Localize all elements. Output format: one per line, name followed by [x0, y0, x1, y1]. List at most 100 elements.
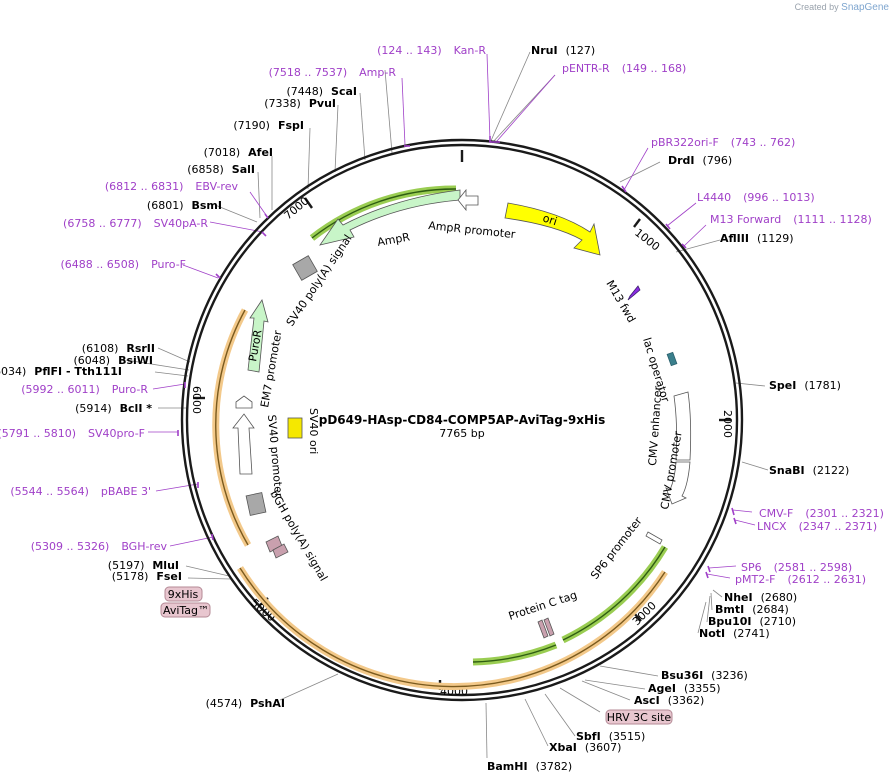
enzyme-pos: (7190)	[233, 119, 270, 132]
svg-text:(6858)SalI: (6858)SalI	[187, 163, 255, 176]
feature-label-bgh: bGH poly(A) signal	[267, 488, 330, 583]
enzyme-pos: (1781)	[804, 379, 841, 392]
enzyme-pos: (3362)	[668, 694, 705, 707]
svg-text:NotI(2741): NotI(2741)	[699, 627, 770, 640]
primer-pos: (2301 .. 2321)	[805, 507, 884, 520]
puror-orf	[215, 309, 249, 546]
svg-text:(5309 .. 5326)BGH-rev: (5309 .. 5326)BGH-rev	[31, 540, 168, 553]
svg-text:(6812 .. 6831)EBV-rev: (6812 .. 6831)EBV-rev	[105, 180, 239, 193]
enzyme-pos: (4574)	[206, 697, 243, 710]
enzyme-name: Bsu36I	[661, 669, 703, 682]
primer-pos: (124 .. 143)	[377, 44, 442, 57]
enzyme-pos: (7338)	[264, 97, 301, 110]
svg-text:(5178)FseI: (5178)FseI	[112, 570, 182, 583]
primer-pos: (149 .. 168)	[622, 62, 687, 75]
svg-text:(5544 .. 5564)pBABE 3': (5544 .. 5564) pBABE 3'	[10, 485, 151, 498]
svg-text:AgeI(3355): AgeI(3355)	[648, 682, 721, 695]
enzyme-name: NotI	[699, 627, 725, 640]
svg-text:(6801)BsmI: (6801)BsmI	[147, 199, 222, 212]
svg-text:LNCX(2347 .. 2371): LNCX(2347 .. 2371)	[757, 520, 877, 533]
enzyme-name: AflIII	[720, 232, 749, 245]
lac-operator-box	[666, 351, 678, 367]
svg-text:Bpu10I(2710): Bpu10I (2710)	[708, 615, 796, 628]
primer-pos: (6758 .. 6777)	[63, 217, 142, 230]
primer-pos: (6488 .. 6508)	[61, 258, 140, 271]
svg-text:BmtI(2684): BmtI(2684)	[715, 603, 789, 616]
svg-text:(5992 .. 6011)Puro-R: (5992 .. 6011)Puro-R	[21, 383, 148, 396]
credit-brand: SnapGene	[841, 2, 889, 13]
feature-label-sv40-promoter: SV40 promoter	[265, 414, 285, 498]
primer-name: Amp-R	[359, 66, 396, 79]
enzyme-pos: (2710)	[760, 615, 797, 628]
enzyme-name: BamHI	[487, 760, 528, 773]
enzyme-name: BsiWI	[118, 354, 153, 367]
primer-name: pBABE 3'	[101, 485, 151, 498]
primer-pos: (2347 .. 2371)	[799, 520, 878, 533]
primer-pos: (5992 .. 6011)	[21, 383, 100, 396]
primer-pos: (996 .. 1013)	[743, 191, 815, 204]
enzyme-pos: (2680)	[761, 591, 798, 604]
enzyme-pos: (3236)	[711, 669, 748, 682]
plasmid-name: pD649-HAsp-CD84-COMP5AP-AviTag-9xHis	[319, 413, 606, 427]
feature-label-sv40-polya: SV40 poly(A) signal	[284, 232, 355, 328]
enzyme-name: XbaI	[549, 741, 577, 754]
backbone-inner	[185, 143, 739, 697]
feature-label-m13-fwd: M13 fwd	[603, 278, 638, 325]
enzyme-pos: (6858)	[187, 163, 224, 176]
enzyme-name: MluI	[152, 559, 179, 572]
svg-text:AscI(3362): AscI(3362)	[634, 694, 704, 707]
primer-name: SP6	[741, 561, 762, 574]
enzyme-name: NheI	[724, 591, 753, 604]
enzyme-pos: (7018)	[204, 146, 241, 159]
snapgene-credit: Created by SnapGene	[795, 2, 889, 13]
enzyme-pos: (5914)	[75, 402, 112, 415]
enzymes-right: NruI(127) DrdI(796) AflIII(1129) SpeI(17…	[487, 44, 849, 773]
primer-name: pBR322ori-F	[651, 136, 719, 149]
m13-fwd-mark	[627, 285, 641, 301]
svg-text:SbfI(3515): SbfI(3515)	[576, 730, 645, 743]
tick-label-7000: 7000	[282, 194, 312, 222]
avitag-box	[272, 543, 289, 559]
his9-tag-label: 9xHis	[168, 588, 199, 601]
enzyme-pos: (5197)	[108, 559, 145, 572]
enzymes-left: (7448)ScaI (7338)PvuI (7190)FspI (7018)A…	[0, 85, 357, 710]
tick-label-6000: 6000	[190, 386, 203, 414]
tick-label-1000: 1000	[632, 226, 662, 253]
svg-text:(6488 .. 6508)Puro-F: (6488 .. 6508) Puro-F	[61, 258, 187, 271]
svg-text:NheI(2680): NheI (2680)	[724, 591, 797, 604]
primer-name: Puro-F	[151, 258, 186, 271]
svg-text:(7518 .. 7537)Amp-R: (7518 .. 7537)Amp-R	[269, 66, 397, 79]
primer-hooks	[177, 136, 737, 579]
svg-text:(7338)PvuI: (7338)PvuI	[264, 97, 336, 110]
svg-text:(6108)RsrII: (6108)RsrII	[82, 342, 155, 355]
enzyme-name: BclI *	[120, 402, 153, 415]
insert-highlight	[237, 566, 668, 691]
primer-pos: (5544 .. 5564)	[10, 485, 89, 498]
his9-tag-box	[164, 586, 203, 602]
enzyme-name: FspI	[278, 119, 304, 132]
svg-text:(5914)BclI *: (5914) BclI *	[75, 402, 152, 415]
enzyme-name: Bpu10I	[708, 615, 752, 628]
enzyme-pos: (796)	[703, 154, 733, 167]
hrv3c-box	[543, 617, 555, 637]
enzyme-pos: (3782)	[536, 760, 573, 773]
enzyme-name: SpeI	[769, 379, 796, 392]
hrv3c-tag-box	[605, 709, 673, 725]
svg-text:(5197)MluI: (5197) MluI	[108, 559, 179, 572]
enzyme-pos: (2122)	[813, 464, 850, 477]
insert-orf	[239, 567, 666, 688]
leader-lines	[125, 51, 769, 759]
svg-text:(7448)ScaI: (7448)ScaI	[286, 85, 357, 98]
ori-arrow	[504, 202, 601, 256]
svg-text:Bsu36I(3236): Bsu36I (3236)	[661, 669, 748, 682]
feature-label-ampr: AmpR	[376, 230, 411, 249]
svg-text:(5791 .. 5810)SV40pro-F: (5791 .. 5810)SV40pro-F	[0, 427, 145, 440]
sv40-promoter-arrow	[232, 413, 255, 475]
primer-pos: (1111 .. 1128)	[793, 213, 872, 226]
protein-c-tag-box	[537, 619, 549, 639]
cmv-promoter-arrow	[665, 461, 691, 505]
svg-text:L4440(996 .. 1013): L4440(996 .. 1013)	[697, 191, 815, 204]
puror-arrow	[247, 299, 269, 373]
svg-text:AflIII(1129): AflIII(1129)	[720, 232, 794, 245]
enzyme-pos: (2684)	[752, 603, 789, 616]
